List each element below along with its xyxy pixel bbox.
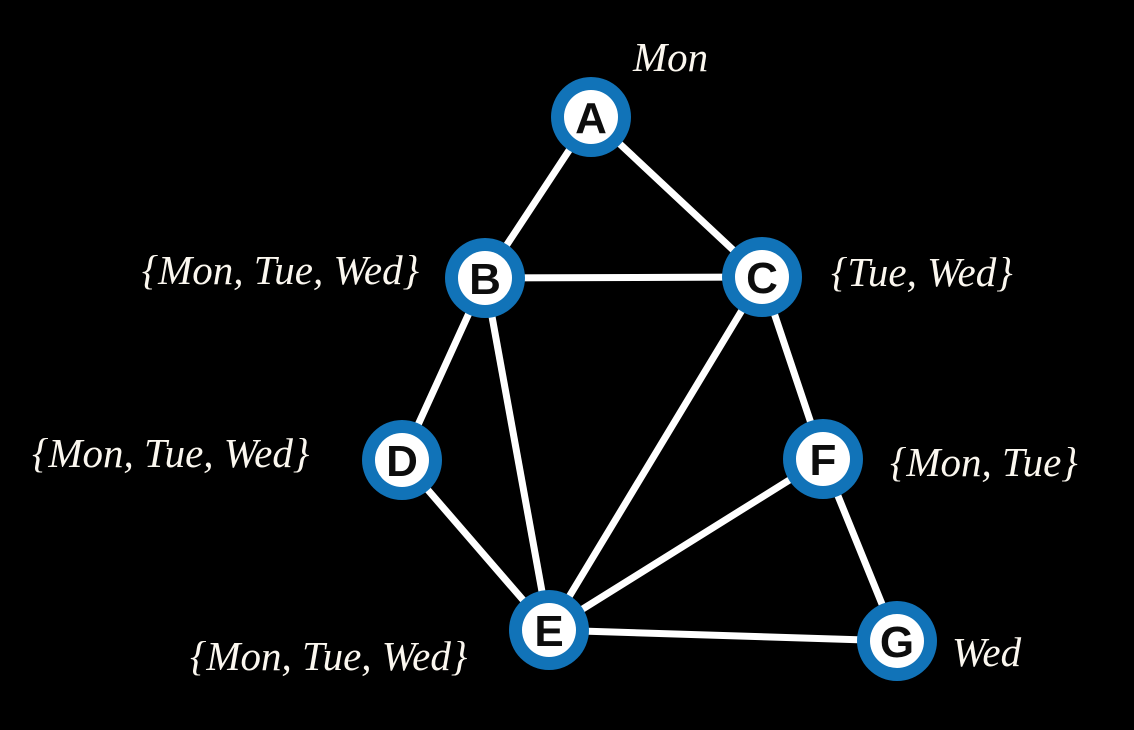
node-A-letter: A — [575, 94, 607, 143]
node-E-domain-label: {Mon, Tue, Wed} — [190, 633, 468, 679]
node-D-letter: D — [386, 437, 418, 486]
edge-C-E — [545, 273, 766, 634]
node-E-fill — [522, 603, 576, 657]
domain-labels-layer: Mon {Mon, Tue, Wed} {Tue, Wed} {Mon, Tue, W… — [32, 34, 1078, 679]
node-F-domain-label: {Mon, Tue} — [890, 439, 1078, 485]
node-G-domain-label: Wed — [952, 629, 1022, 675]
node-B-domain-label: {Mon, Tue, Wed} — [142, 247, 420, 293]
node-C-fill — [735, 250, 789, 304]
node-C: C — [722, 237, 802, 317]
node-C-domain-label: {Tue, Wed} — [831, 249, 1013, 295]
node-F-fill — [796, 432, 850, 486]
node-F: F — [783, 419, 863, 499]
node-G-letter: G — [880, 618, 914, 667]
node-E: E — [509, 590, 589, 670]
edge-E-G — [545, 626, 901, 645]
nodes-layer: A B C D E F G — [362, 77, 937, 681]
node-F-letter: F — [810, 436, 837, 485]
node-G: G — [857, 601, 937, 681]
node-B-fill — [458, 251, 512, 305]
node-E-letter: E — [534, 607, 563, 656]
edge-B-C — [481, 273, 766, 282]
node-D: D — [362, 420, 442, 500]
edge-E-F — [545, 455, 827, 634]
node-B-letter: B — [469, 255, 501, 304]
node-D-fill — [375, 433, 429, 487]
node-B: B — [445, 238, 525, 318]
node-G-fill — [870, 614, 924, 668]
edges-layer — [398, 113, 901, 645]
node-D-domain-label: {Mon, Tue, Wed} — [32, 430, 310, 476]
node-A: A — [551, 77, 631, 157]
node-C-letter: C — [746, 254, 778, 303]
edge-B-E — [481, 274, 553, 634]
node-A-domain-label: Mon — [632, 34, 708, 80]
node-A-fill — [564, 90, 618, 144]
